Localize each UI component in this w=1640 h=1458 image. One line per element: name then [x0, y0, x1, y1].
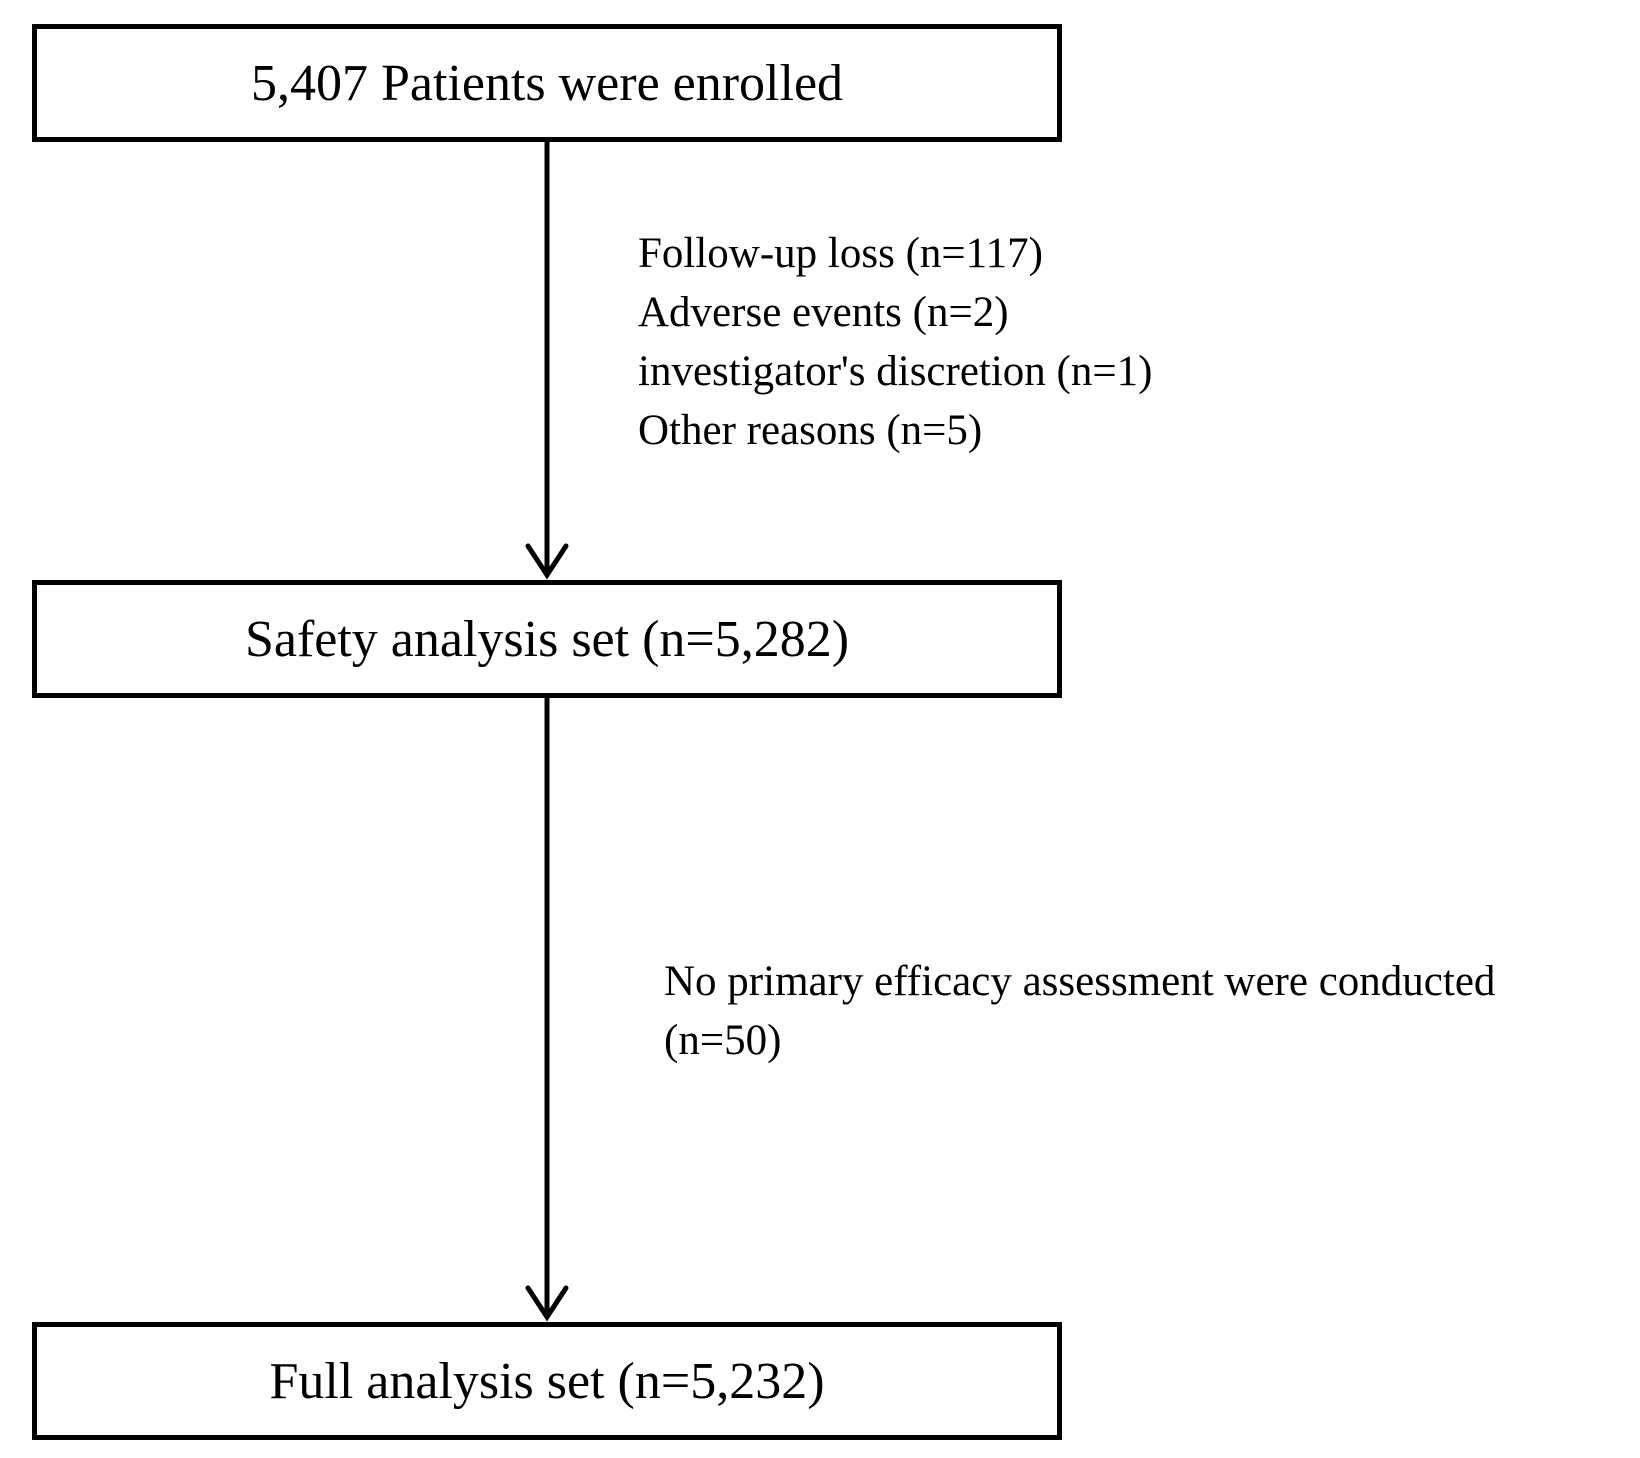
- exclusion-other-reasons: Other reasons (n=5): [638, 407, 983, 454]
- exclusion-no-efficacy-assessment: No primary efficacy assessment were cond…: [664, 958, 1496, 1005]
- exclusion-investigator-discretion: investigator's discretion (n=1): [638, 348, 1153, 395]
- full-analysis-label: Full analysis set (n=5,232): [269, 1352, 825, 1410]
- exclusion-adverse-events: Adverse events (n=2): [638, 289, 1009, 336]
- exclusion-note-second: No primary efficacy assessment were cond…: [664, 952, 1495, 1070]
- safety-analysis-label: Safety analysis set (n=5,282): [244, 610, 850, 668]
- arrowhead-full: [525, 1285, 569, 1322]
- safety-analysis-box: Safety analysis set (n=5,282): [32, 580, 1062, 698]
- exclusion-note-first: Follow-up loss (n=117) Adverse events (n…: [638, 224, 1152, 460]
- enrolled-box: 5,407 Patients were enrolled: [32, 24, 1062, 142]
- enrolled-label: 5,407 Patients were enrolled: [250, 54, 844, 112]
- arrowhead-safety: [525, 543, 569, 580]
- exclusion-follow-up-loss: Follow-up loss (n=117): [638, 230, 1043, 277]
- exclusion-no-efficacy-count: (n=50): [664, 1017, 782, 1064]
- full-analysis-box: Full analysis set (n=5,232): [32, 1322, 1062, 1440]
